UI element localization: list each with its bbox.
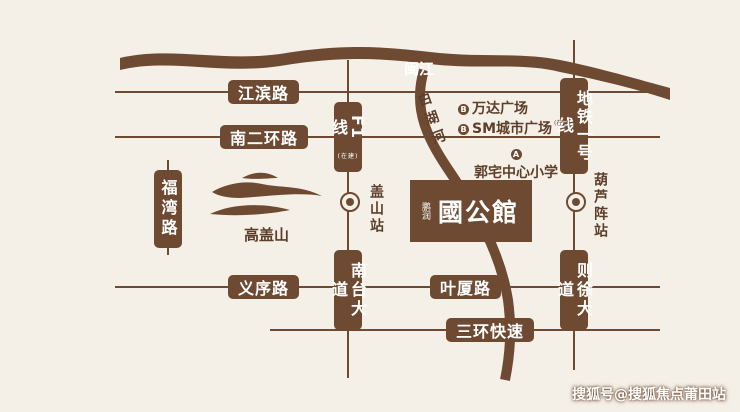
road-label-yexia: 叶厦路	[430, 275, 502, 299]
river-label-minjiang: 闽江	[404, 60, 435, 78]
road-label-fuwan: 福湾路	[154, 170, 182, 248]
road-label-jiangbin: 江滨路	[228, 80, 300, 104]
road-label-nantai-text: 南台大道	[329, 261, 367, 319]
watermark: 搜狐号@搜狐焦点莆田站	[572, 387, 726, 403]
poi-sm-note: (在建)	[554, 120, 571, 127]
metro-label-f1-note: (在建)	[337, 153, 359, 160]
road-label-sanhuan: 三环快速	[446, 318, 535, 342]
poi-mountain-label: 高盖山	[244, 226, 290, 244]
poi-school-label: 郭宅中心小学	[474, 165, 558, 181]
poi-wanda-label: 万达广场	[472, 101, 528, 117]
mall-icon: B	[458, 123, 469, 135]
metro-label-f1-text: F1线	[329, 115, 367, 140]
station-label-hulu: 葫芦阵站	[592, 172, 608, 240]
project-name: 國公館	[437, 198, 519, 227]
project-marker: 鹏润 國公館	[410, 180, 532, 242]
mountain-icon	[210, 172, 322, 216]
road-label-nantai: 南台大道	[329, 250, 367, 330]
poi-sm-label: SM城市广场	[472, 121, 553, 137]
road-label-nanerhuan: 南二环路	[220, 125, 309, 149]
metro-label-f1: F1线 (在建)	[329, 102, 367, 172]
road-label-fuwan-text: 福湾路	[158, 179, 178, 239]
road-label-zexu: 则徐大道	[555, 250, 593, 330]
minjiang-river	[120, 47, 670, 100]
metro-station-icon	[566, 192, 586, 212]
station-label-gaishan: 盖山站	[368, 184, 384, 235]
poi-school: A 郭宅中心小学	[474, 146, 558, 182]
school-icon: A	[510, 148, 522, 160]
metro-label-line1-text: 地铁一号线	[555, 90, 593, 162]
road-label-yixu: 义序路	[228, 275, 300, 299]
metro-station-icon	[340, 192, 360, 212]
road-label-zexu-text: 则徐大道	[555, 261, 593, 319]
metro-label-line1: 地铁一号线	[555, 78, 593, 174]
project-brand: 鹏润	[419, 202, 430, 220]
mall-icon: B	[458, 103, 469, 115]
